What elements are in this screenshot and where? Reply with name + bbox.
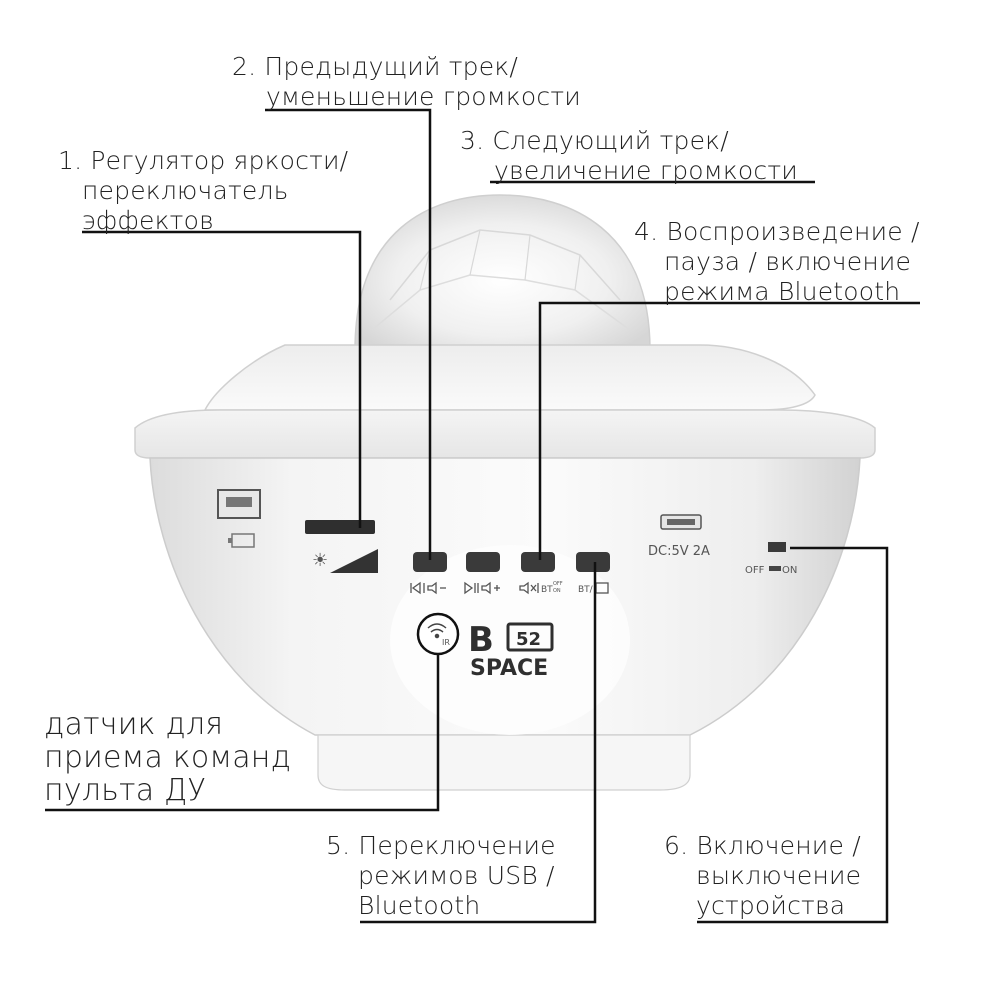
callout-5-text: 5. Переключение режимов USB / Bluetooth: [326, 831, 556, 920]
power-switch[interactable]: [768, 542, 786, 552]
usb-port[interactable]: [217, 489, 261, 519]
battery-icon: [228, 533, 255, 548]
crystal-dome: [354, 194, 651, 351]
brand-letter: B: [468, 620, 494, 660]
callout-line-6: [697, 546, 889, 924]
on-mini-label: ON: [553, 588, 561, 594]
callout-3-text: 3. Следующий трек/ увеличение громкости: [460, 126, 798, 185]
brightness-wheel[interactable]: [305, 520, 375, 534]
button-prev-vol-down[interactable]: [413, 552, 447, 572]
front-panel: [390, 545, 630, 735]
switch-off-label: OFF: [745, 565, 765, 576]
bt-offon-label: BT: [541, 585, 553, 595]
callout-1-text: 1. Регулятор яркости/ переключатель эффе…: [58, 146, 349, 235]
brand-name: SPACE: [470, 656, 548, 681]
callout-line-5: [360, 562, 597, 924]
next-vol-up-icon: [464, 581, 500, 595]
brand-number-box: [506, 622, 554, 652]
callout-lines: [45, 108, 920, 924]
callout-ir-text: датчик для приема команд пульта ДУ: [44, 707, 292, 808]
switch-track-icon: [769, 566, 781, 571]
callout-line-ir: [45, 655, 440, 812]
prev-vol-down-icon: [410, 581, 446, 595]
base-foot: [317, 734, 691, 791]
button-play-pause-bt[interactable]: [521, 552, 555, 572]
bt-usb-mode-icon: BT/: [578, 585, 594, 595]
callout-2-text: 2. Предыдущий трек/ уменьшение громкости: [232, 52, 581, 111]
ir-label: IR: [442, 638, 450, 647]
sun-icon: ☀: [312, 550, 328, 571]
callout-4-text: 4. Воспроизведение / пауза / включение р…: [634, 217, 920, 306]
rim: [134, 409, 876, 459]
dc-label: DC:5V 2A: [648, 544, 710, 559]
brightness-ramp-icon: [330, 549, 378, 573]
button-next-vol-up[interactable]: [466, 552, 500, 572]
callout-line-1: [82, 230, 362, 528]
callout-line-2: [265, 108, 432, 560]
play-pause-bt-icon: [519, 581, 539, 595]
off-mini-label: OFF: [553, 581, 563, 587]
switch-on-label: ON: [782, 565, 797, 576]
callout-line-4: [538, 301, 920, 560]
button-mode-bt-usb[interactable]: [576, 552, 610, 572]
wifi-icon: [427, 623, 447, 639]
dc-port[interactable]: [660, 514, 702, 530]
callout-6-text: 6. Включение / выключение устройства: [664, 831, 862, 920]
top-shell: [203, 344, 816, 411]
brand-number: 52: [516, 629, 541, 650]
